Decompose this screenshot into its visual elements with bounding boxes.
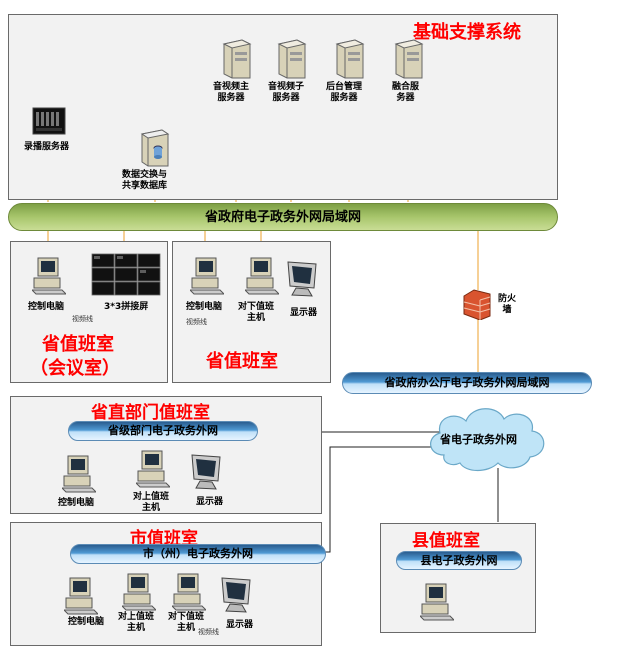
control-pc-label-2: 控制电脑: [186, 302, 223, 312]
video-wall-label: 3*3拼接屏: [104, 302, 149, 312]
av-main-server-label: 音视频主服务器: [213, 82, 250, 103]
display-label: 显示器: [290, 308, 318, 318]
firewall-label: 防火墙: [498, 294, 517, 315]
display-icon: [287, 261, 317, 297]
video-cable-label-1: 视频线: [72, 315, 93, 323]
lower-host-label: 对下值班主机: [238, 302, 275, 323]
control-pc-label-4: 控制电脑: [68, 617, 105, 627]
control-pc-icon-4: [64, 577, 98, 615]
county-title: 县值班室: [412, 531, 480, 551]
video-cable-label-2: 视频线: [186, 318, 207, 326]
upper-host-label-2: 对上值班主机: [118, 612, 155, 633]
display-icon-2: [191, 454, 221, 490]
control-pc-label: 控制电脑: [28, 302, 65, 312]
provincial-duty-meeting-subtitle: （会议室）: [30, 358, 120, 379]
provincial-duty-title: 省值班室: [206, 351, 278, 372]
av-sub-server-icon: [277, 39, 307, 79]
control-pc-icon: [32, 257, 66, 295]
county-network-pill: 县电子政务外网: [396, 551, 522, 570]
display-label-2: 显示器: [196, 497, 224, 507]
control-pc-icon-2: [190, 257, 224, 295]
av-sub-server-label: 音视频子服务器: [268, 82, 305, 103]
video-wall-icon: [91, 253, 161, 296]
upper-host-icon-2: [122, 573, 156, 611]
office-lan-pill: 省政府办公厅电子政务外网局域网: [342, 372, 592, 394]
gov-lan-bar: 省政府电子政务外网局域网: [8, 203, 558, 231]
direct-dept-panel: [10, 396, 322, 514]
lower-host-label-2: 对下值班主机: [168, 612, 205, 633]
county-panel: [380, 523, 536, 633]
base-system-title: 基础支撑系统: [413, 22, 521, 43]
provincial-duty-meeting-title: 省值班室: [42, 334, 114, 355]
provincial-external-network-label: 省电子政务外网: [440, 433, 517, 446]
backend-server-icon: [335, 39, 365, 79]
display-icon-3: [221, 577, 251, 613]
video-cable-label-3: 视频线: [198, 628, 219, 636]
cloud-icon: [430, 408, 545, 472]
display-label-3: 显示器: [226, 620, 254, 630]
backend-server-label: 后台管理服务器: [326, 82, 363, 103]
lower-host-icon: [245, 257, 279, 295]
recording-server-icon: [32, 107, 66, 135]
dept-network-pill: 省级部门电子政务外网: [68, 421, 258, 441]
city-network-pill: 市（州）电子政务外网: [70, 544, 326, 564]
direct-dept-title: 省直部门值班室: [91, 403, 210, 423]
av-main-server-icon: [222, 39, 252, 79]
city-panel: [10, 522, 322, 646]
control-pc-icon-3: [62, 455, 96, 493]
upper-host-icon: [136, 450, 170, 488]
data-exchange-server-icon: [140, 129, 170, 167]
county-pc-icon: [420, 583, 454, 621]
lower-host-icon-2: [172, 573, 206, 611]
data-exchange-server-label: 数据交换与共享数据库: [122, 170, 168, 191]
recording-server-label: 录播服务器: [24, 142, 70, 152]
fusion-server-label: 融合服务器: [392, 82, 420, 103]
control-pc-label-3: 控制电脑: [58, 498, 95, 508]
fusion-server-icon: [394, 39, 424, 79]
firewall-icon: [463, 289, 491, 320]
upper-host-label: 对上值班主机: [133, 492, 170, 513]
